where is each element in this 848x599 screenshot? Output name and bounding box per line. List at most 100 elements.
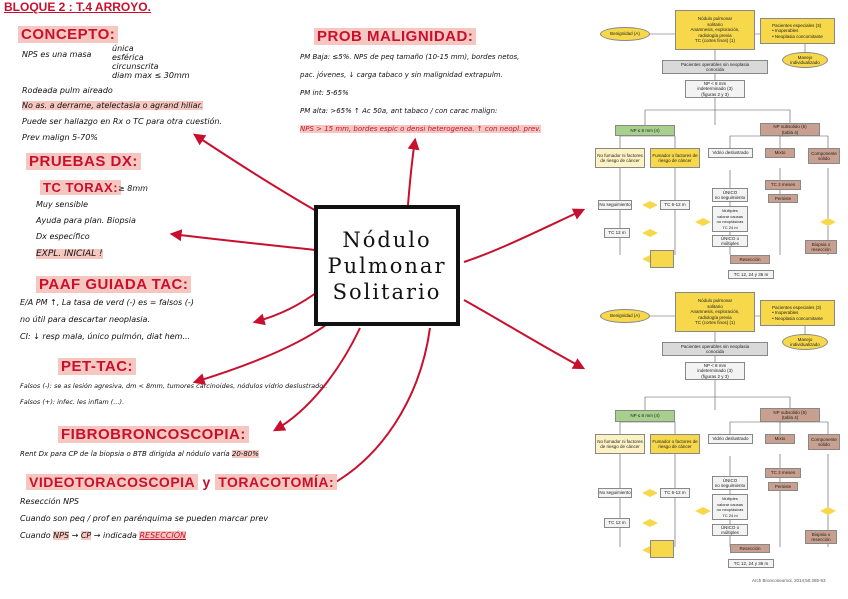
fc1-decision-4 xyxy=(695,218,711,226)
fc2-left: NP ≤ 8 mm (4) xyxy=(615,410,675,422)
concepto-attr-4: diam max ≤ 30mm xyxy=(112,71,190,80)
paaf-line-1: E/A PM ↑, La tasa de verd (-) es = falso… xyxy=(20,298,194,307)
paaf-line-2: no útil para descartar neoplasia. xyxy=(20,315,150,324)
fc1-followup: No seguimiento xyxy=(598,200,632,210)
fc2-mixed: Mixto xyxy=(765,434,795,444)
prob-line-2: pac. jóvenes, ↓ carga tabaco y sin malig… xyxy=(300,71,503,79)
prob-line-1: PM Baja: ≤5%. NPS de peq tamaño (10-15 m… xyxy=(300,53,520,61)
fc2-tc6: TC 6-12 m xyxy=(660,488,690,498)
concepto-line-2: Rodeada pulm aireado xyxy=(22,86,113,95)
fc1-glass: Vidrio deslustrado xyxy=(708,148,753,158)
fc2-tc3m: TC 3 meses xyxy=(765,468,801,478)
fc2-tc12: TC 12 m xyxy=(604,518,630,528)
fc1-decision-5 xyxy=(820,218,836,226)
prob-highlight: NPS > 15 mm, bordes espic o densi hetero… xyxy=(300,125,541,133)
fc1-yellow-box xyxy=(650,250,674,268)
fc1-decision-1 xyxy=(642,201,658,209)
fc2-tc-final: TC 12, 24 y 36 m xyxy=(728,559,774,568)
fc2-decision-4 xyxy=(695,507,711,515)
central-line-1: Nódulo xyxy=(342,227,432,252)
prob-title: PROB MALIGNIDAD: xyxy=(314,28,477,45)
fc2-followup: No seguimiento xyxy=(598,488,632,498)
block-title: BLOQUE 2 : T.4 ARROYO. xyxy=(4,0,151,14)
fc2-special: Pacientes especiales (3)• Inoperables• N… xyxy=(760,300,835,326)
fc2-persist: Persiste xyxy=(768,482,798,491)
fc1-tc6: TC 6-12 m xyxy=(660,200,690,210)
central-line-2: Pulmonar xyxy=(327,253,447,278)
fc1-resect: Resección xyxy=(730,255,770,264)
pruebas-line-1: Muy sensible xyxy=(36,200,89,209)
central-line-3: Solitario xyxy=(332,279,442,304)
fc2-benign: Benignidad (A) xyxy=(600,309,650,323)
tc-torax-title: TC TORAX: xyxy=(40,180,122,195)
paaf-line-3: CI: ↓ resp mala, único pulmón, diat hem.… xyxy=(20,332,191,341)
fc2-yellow-box xyxy=(650,540,674,558)
concepto-line-3: No as. a derrame, atelectasia o agrand h… xyxy=(22,101,203,110)
fc2-decision-1 xyxy=(642,489,658,497)
concepto-title: CONCEPTO: xyxy=(18,26,119,43)
prob-line-4: PM alta: >65% ↑ Ac 50a, ant tabaco / con… xyxy=(300,107,498,115)
fc2-decision-5 xyxy=(820,507,836,515)
tc-torax-size: ≥ 8mm xyxy=(118,184,148,193)
pruebas-title: PRUEBAS DX: xyxy=(26,153,141,170)
concepto-line-4: Puede ser hallazgo en Rx o TC para otra … xyxy=(22,117,223,126)
fc1-benign: Benignidad (A) xyxy=(600,27,650,41)
fc1-tc-final: TC 12, 24 y 36 m xyxy=(728,270,774,279)
pruebas-line-3: Dx específico xyxy=(36,232,90,241)
pruebas-line-2: Ayuda para plan. Biopsia xyxy=(36,216,136,225)
video-title: VIDEOTORACOSCOPIA y TORACOTOMÍA: xyxy=(26,474,338,490)
concepto-line-1: NPS es una masa xyxy=(22,50,92,59)
concepto-attr-1: única xyxy=(112,44,134,53)
concepto-line-5: Prev malign 5-70% xyxy=(22,133,98,142)
prob-line-3: PM int: 5-65% xyxy=(300,89,349,97)
pettac-line-1: Falsos (-): se as lesión agresiva, dm < … xyxy=(20,382,328,390)
video-line-1: Resección NPS xyxy=(20,497,79,506)
fibro-title: FIBROBRONCOSCOPIA: xyxy=(58,426,249,443)
central-topic-box: Nódulo Pulmonar Solitario xyxy=(314,205,460,326)
fc1-right: NP subsolido (5)(tabla 4) xyxy=(760,123,820,136)
fc2-footer: Arch Bronconeumol. 2014;50:285-93 xyxy=(752,578,826,583)
fc1-special: Pacientes especiales (3)• Inoperables• N… xyxy=(760,18,835,44)
pettac-line-2: Falsos (+): infec. les inflam (...). xyxy=(20,398,125,406)
fc1-mixed: Mixto xyxy=(765,148,795,158)
fibro-line: Rent Dx para CP de la biopsia o BTB diri… xyxy=(20,450,259,458)
concepto-attr-2: esférica xyxy=(112,53,144,62)
fc1-decision-2 xyxy=(642,229,658,237)
fc2-glass: Vidrio deslustrado xyxy=(708,434,753,444)
pruebas-line-4: EXPL. INICIAL ! xyxy=(36,249,103,259)
concepto-attr-3: circunscrita xyxy=(112,62,159,71)
video-line-2: Cuando son peq / prof en parénquima se p… xyxy=(20,514,269,523)
pettac-title: PET-TAC: xyxy=(58,358,137,375)
fc2-decision-2 xyxy=(642,519,658,527)
fc2-resect: Resección xyxy=(730,544,770,553)
fc1-left: NP ≤ 8 mm (4) xyxy=(615,125,675,136)
fc1-persist: Persiste xyxy=(768,194,798,203)
fc1-tc3m: TC 3 meses xyxy=(765,180,801,190)
fc2-right: NP subsolido (5)(tabla 4) xyxy=(760,408,820,422)
